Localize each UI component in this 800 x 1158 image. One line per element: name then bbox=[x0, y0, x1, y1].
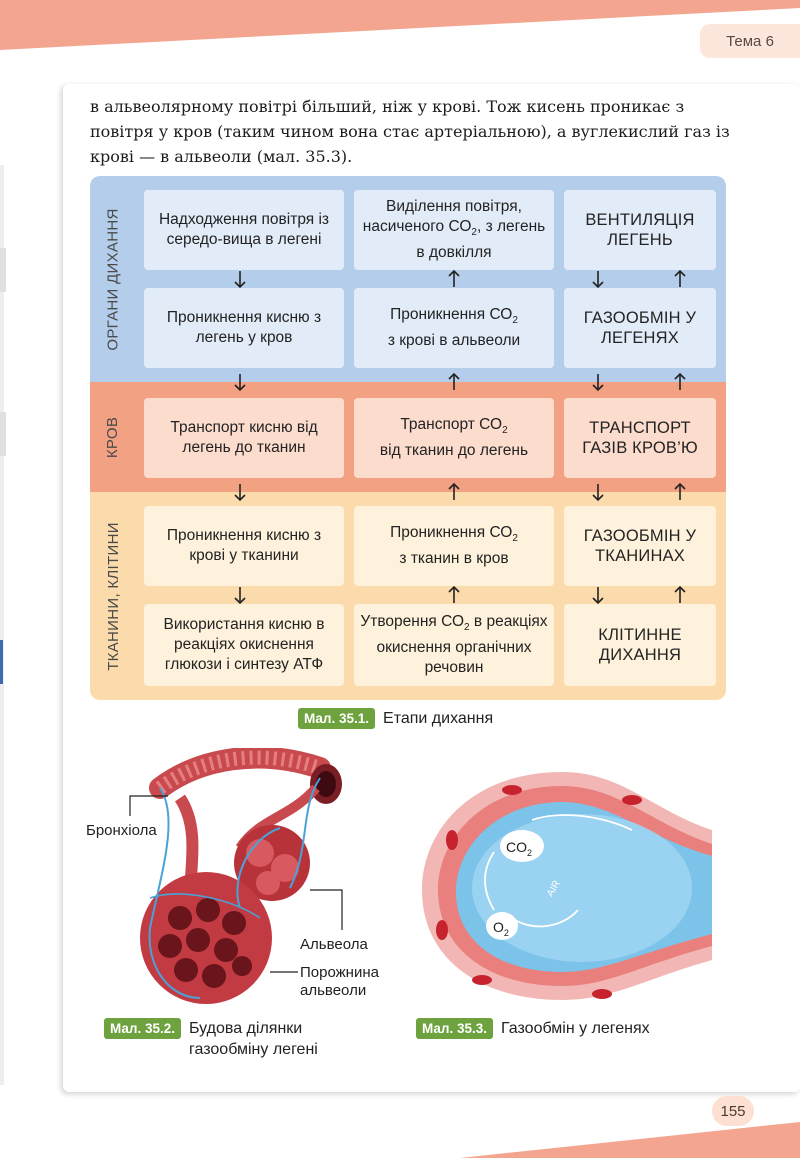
book-edge-tick bbox=[0, 248, 6, 292]
cell-oxygen-to-blood: Проникнення кисню з легень у кров bbox=[144, 288, 344, 368]
arrow-up bbox=[674, 373, 686, 391]
breathing-stages-diagram: ОРГАНИ ДИХАННЯ КРОВ ТКАНИНИ, КЛІТИНИ Над… bbox=[90, 176, 726, 700]
book-edge bbox=[0, 165, 4, 1085]
cell-blood-gas-transport: ТРАНСПОРТ ГАЗІВ КРОВ’Ю bbox=[564, 398, 716, 478]
alveoli-illustration bbox=[140, 748, 342, 1004]
gas-exchange-illustration bbox=[422, 772, 712, 1000]
arrow-down bbox=[234, 483, 246, 501]
topic-label: Тема 6 bbox=[726, 32, 774, 50]
cell-gas-exchange-tissues: ГАЗООБМІН У ТКАНИНАХ bbox=[564, 506, 716, 586]
label-bronchiole: Бронхіола bbox=[86, 822, 157, 839]
cell-gas-exchange-lungs: ГАЗООБМІН У ЛЕГЕНЯХ bbox=[564, 288, 716, 368]
page-number: 155 bbox=[712, 1096, 754, 1126]
label-co2: CO2 bbox=[506, 839, 533, 858]
arrow-down bbox=[234, 373, 246, 391]
cell-air-intake: Надходження повітря із середо-вища в лег… bbox=[144, 190, 344, 270]
cell-air-release: Виділення повітря, насиченого СО2, з лег… bbox=[354, 190, 554, 270]
arrow-down bbox=[592, 270, 604, 288]
cell-oxygen-to-tissues: Проникнення кисню з крові у тканини bbox=[144, 506, 344, 586]
topic-tab: Тема 6 bbox=[700, 24, 800, 58]
book-edge-marker bbox=[0, 640, 3, 684]
arrow-up bbox=[674, 270, 686, 288]
caption-fig-35-1: Мал. 35.1. Етапи дихання bbox=[298, 708, 493, 729]
alveoli-leader-lines bbox=[129, 795, 343, 973]
cell-oxygen-transport: Транспорт кисню від легень до тканин bbox=[144, 398, 344, 478]
arrow-up bbox=[448, 270, 460, 288]
arrow-down bbox=[234, 586, 246, 604]
caption-badge: Мал. 35.1. bbox=[298, 708, 376, 729]
cell-lung-ventilation: ВЕНТИЛЯЦІЯ ЛЕГЕНЬ bbox=[564, 190, 716, 270]
caption-text: Етапи дихання bbox=[383, 709, 494, 727]
intro-paragraph: в альвеолярному повітрі більший, ніж у к… bbox=[90, 97, 730, 166]
arrow-down bbox=[592, 586, 604, 604]
label-o2: O2 bbox=[493, 919, 509, 938]
cell-co2-formation: Утворення СО2 в реакціях окиснення орган… bbox=[354, 604, 554, 686]
arrow-up bbox=[448, 373, 460, 391]
arrow-up bbox=[674, 483, 686, 501]
caption-badge: Мал. 35.2. bbox=[104, 1018, 182, 1039]
caption-badge: Мал. 35.3. bbox=[416, 1018, 494, 1039]
arrow-up bbox=[448, 483, 460, 501]
cell-cellular-respiration: КЛІТИННЕ ДИХАННЯ bbox=[564, 604, 716, 686]
label-alveolus: Альвеола bbox=[300, 936, 368, 953]
arrow-down bbox=[592, 373, 604, 391]
arrow-up bbox=[448, 586, 460, 604]
caption-text: Газообмін у легенях bbox=[501, 1019, 650, 1037]
arrow-down bbox=[234, 270, 246, 288]
caption-fig-35-3: Мал. 35.3. Газообмін у легенях bbox=[416, 1018, 650, 1039]
arrow-up bbox=[674, 586, 686, 604]
bottom-banner bbox=[460, 1122, 800, 1158]
cell-oxygen-usage: Використання кисню в реакціях окиснення … bbox=[144, 604, 344, 686]
stage-arrows bbox=[234, 270, 686, 604]
top-banner bbox=[0, 0, 800, 50]
arrow-down bbox=[592, 483, 604, 501]
book-edge-tick bbox=[0, 412, 6, 456]
